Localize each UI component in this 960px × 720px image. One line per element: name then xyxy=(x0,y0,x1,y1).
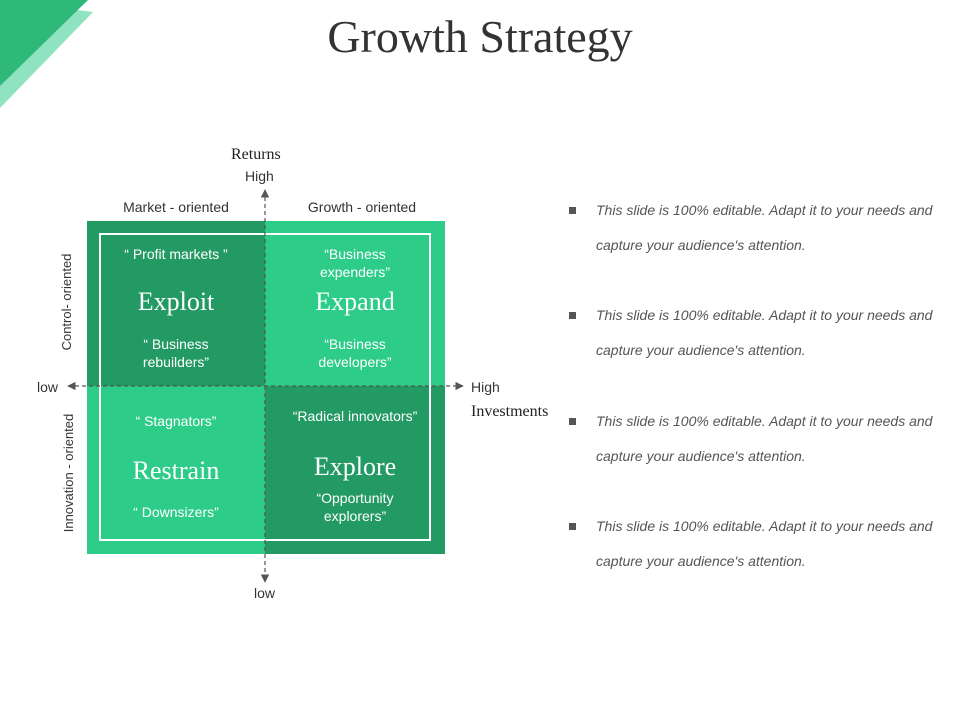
column-header-growth-oriented: Growth - oriented xyxy=(307,199,417,215)
bullet-square-icon xyxy=(569,523,576,530)
quadrant-explore-title: Explore xyxy=(313,452,397,481)
quadrant-exploit-top-text: “ Profit markets ” xyxy=(124,246,228,262)
y-axis-title: Returns xyxy=(231,146,281,163)
quadrant-explore-top-text: “Radical innovators” xyxy=(292,408,418,424)
bullet-text-1: This slide is 100% editable. Adapt it to… xyxy=(596,202,933,253)
page-title: Growth Strategy xyxy=(327,11,633,62)
y-axis-low-label: low xyxy=(254,585,276,601)
quadrant-explore-bottom-text: “Opportunity explorers” xyxy=(316,490,394,524)
bullet-text-4: This slide is 100% editable. Adapt it to… xyxy=(596,518,933,569)
quadrant-restrain-bottom-text: “ Downsizers” xyxy=(133,504,219,520)
y-axis-high-label: High xyxy=(245,168,274,184)
bullet-text-2: This slide is 100% editable. Adapt it to… xyxy=(596,307,933,358)
corner-dark-triangle xyxy=(0,0,88,86)
quadrant-explore: “Radical innovators” Explore “Opportunit… xyxy=(265,386,445,554)
bullet-text-3: This slide is 100% editable. Adapt it to… xyxy=(596,413,933,464)
corner-decoration xyxy=(0,0,93,108)
x-axis-high-label: High xyxy=(471,379,500,395)
quadrant-exploit-bottom-text: “ Business rebuilders” xyxy=(142,336,210,370)
quadrant-expand: “Business expenders” Expand “Business de… xyxy=(265,221,445,386)
column-header-market-oriented: Market - oriented xyxy=(123,199,229,215)
quadrant-restrain: “ Stagnators” Restrain “ Downsizers” xyxy=(87,386,265,554)
bullet-square-icon xyxy=(569,312,576,319)
bullet-square-icon xyxy=(569,418,576,425)
quadrant-restrain-title: Restrain xyxy=(132,456,220,485)
x-axis-low-label: low xyxy=(37,379,59,395)
quadrant-exploit: “ Profit markets ” Exploit “ Business re… xyxy=(87,221,265,386)
x-axis-title: Investments xyxy=(471,403,549,420)
quadrant-expand-top-text: “Business expenders” xyxy=(319,246,391,280)
quadrant-exploit-title: Exploit xyxy=(137,287,215,316)
quadrant-restrain-top-text: “ Stagnators” xyxy=(135,413,217,429)
bullet-square-icon xyxy=(569,207,576,214)
quadrant-expand-title: Expand xyxy=(315,287,395,316)
quadrant-expand-bottom-text: “Business developers” xyxy=(318,336,392,370)
